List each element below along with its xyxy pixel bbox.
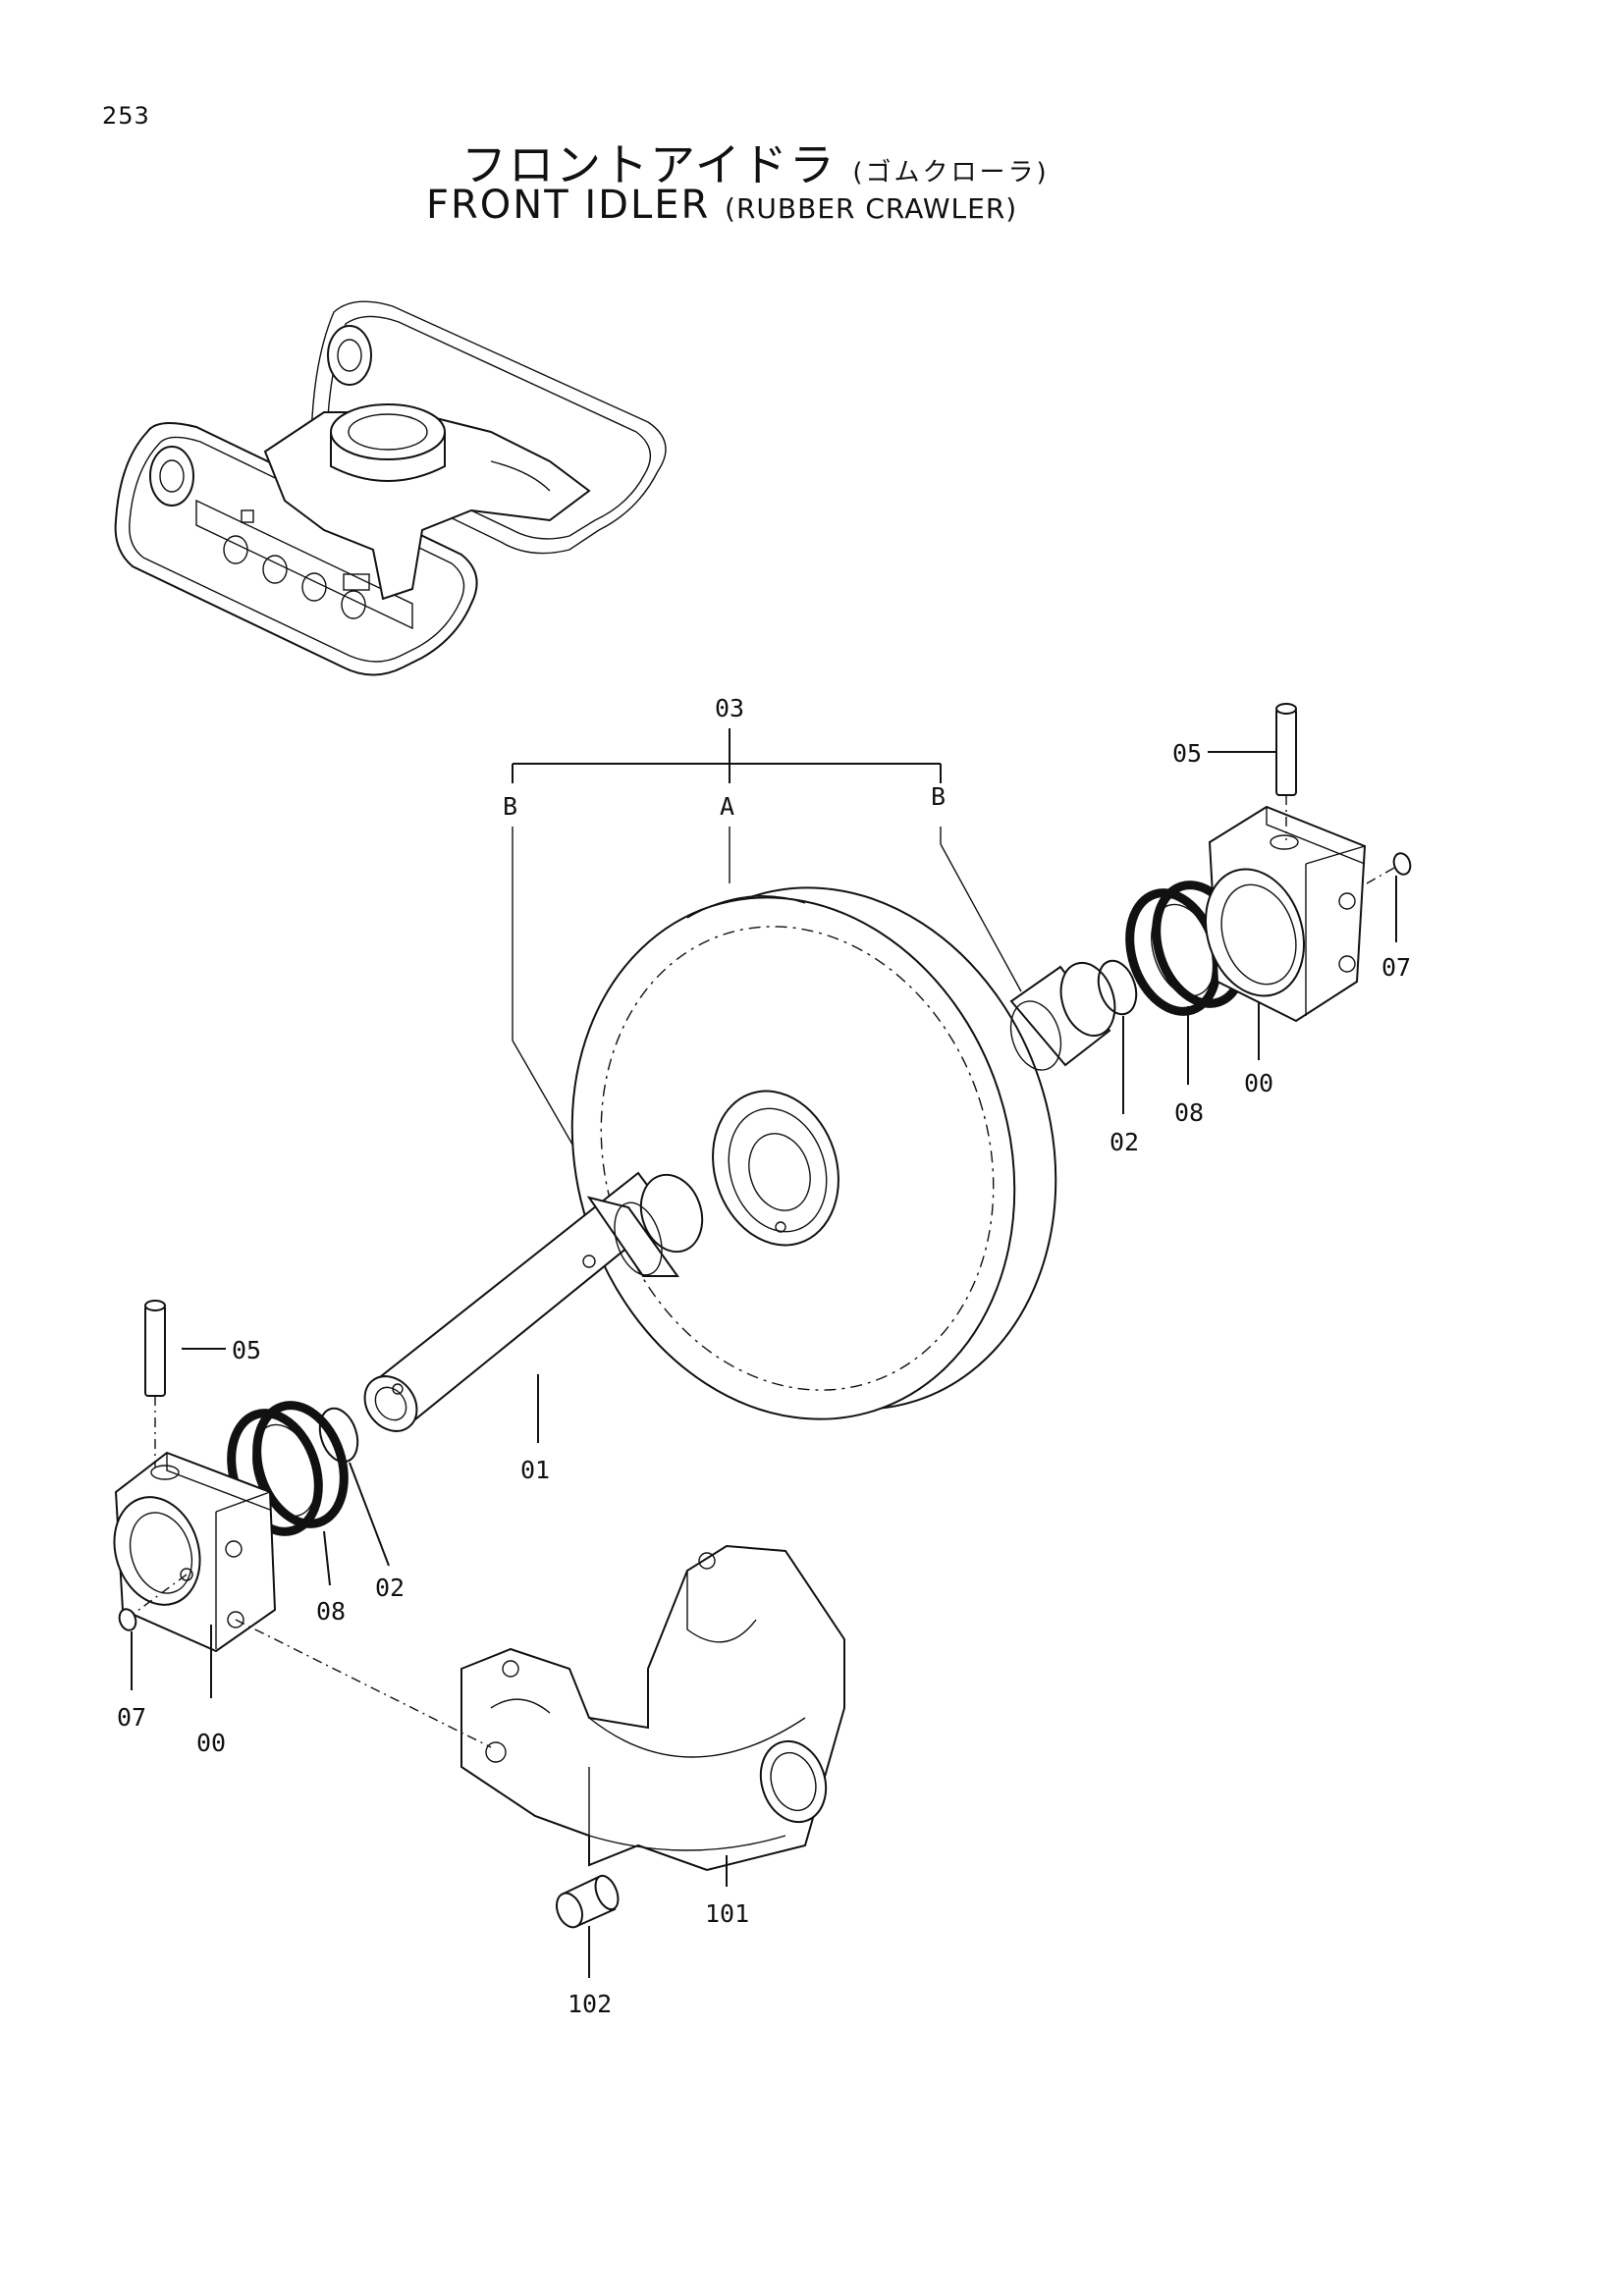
label-b-right: B	[931, 782, 946, 811]
title-en-sub: (RUBBER CRAWLER)	[725, 192, 1018, 225]
label-a: A	[720, 792, 734, 821]
part-labels: 03 A B B 05 05 07 07 00 00 08 08 02 02 0…	[117, 694, 1411, 2018]
leader-lines	[131, 751, 1397, 1978]
label-plug-right-07: 07	[1381, 953, 1411, 982]
label-pin-left-05: 05	[232, 1336, 261, 1364]
label-housing-right-00: 00	[1244, 1069, 1273, 1097]
label-bolt-102: 102	[568, 1990, 612, 2018]
left-components	[113, 1300, 359, 1653]
label-b-left: B	[503, 792, 517, 821]
title-jp-main: フロントアイドラ	[461, 138, 837, 191]
label-housing-left-00: 00	[196, 1729, 226, 1757]
label-assembly-03: 03	[715, 694, 744, 722]
title-en-main: FRONT IDLER	[426, 183, 711, 228]
undercarriage-overview	[114, 300, 667, 676]
label-seal-left-08: 08	[316, 1597, 346, 1626]
label-oring-left-02: 02	[375, 1574, 405, 1602]
right-components	[1009, 703, 1412, 1071]
label-plug-left-07: 07	[117, 1703, 146, 1732]
alignment-line	[235, 1619, 492, 1748]
title-japanese: フロントアイドラ (ゴムクローラ)	[461, 130, 1050, 194]
title-english: FRONT IDLER (RUBBER CRAWLER)	[426, 183, 1017, 228]
page-number: 253	[102, 102, 150, 130]
yoke-bolt	[555, 1874, 620, 1929]
idler-wheel	[570, 886, 1057, 1420]
idler-shaft	[363, 1171, 704, 1432]
label-pin-right-05: 05	[1172, 739, 1202, 768]
label-oring-right-02: 02	[1109, 1128, 1139, 1156]
title-jp-sub: (ゴムクローラ)	[852, 158, 1050, 187]
idler-yoke	[460, 1544, 845, 1872]
label-shaft-01: 01	[520, 1456, 550, 1484]
label-yoke-101: 101	[705, 1899, 749, 1928]
label-seal-right-08: 08	[1174, 1098, 1204, 1127]
